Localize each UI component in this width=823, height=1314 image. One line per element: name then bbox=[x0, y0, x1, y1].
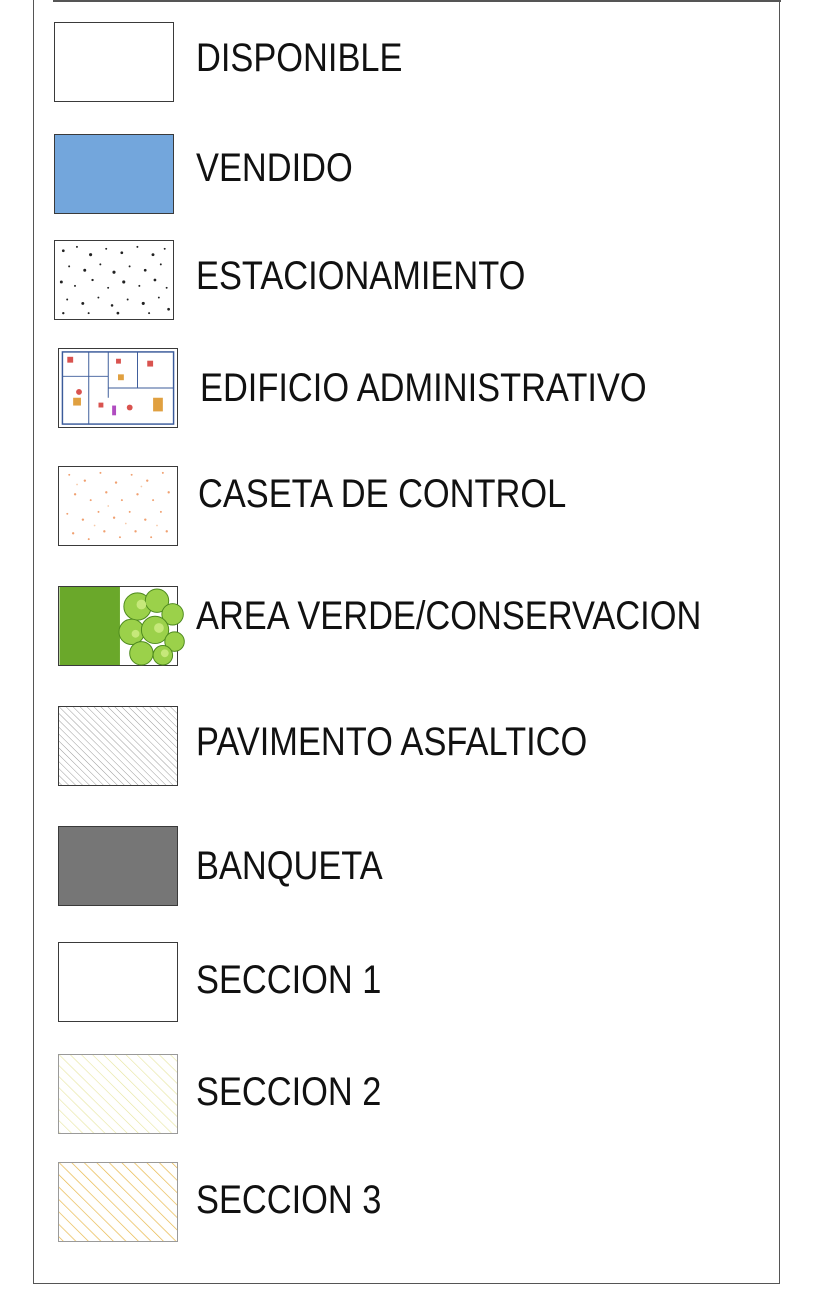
legend-label-caseta-de-control: CASETA DE CONTROL bbox=[198, 472, 567, 516]
legend-label-seccion-3: SECCION 3 bbox=[196, 1178, 382, 1222]
legend-label-seccion-2: SECCION 2 bbox=[196, 1070, 382, 1114]
legend-item-estacionamiento: ESTACIONAMIENTO bbox=[0, 240, 823, 322]
swatch-caseta-de-control bbox=[58, 466, 178, 546]
legend-item-seccion-3: SECCION 3 bbox=[0, 1162, 823, 1244]
swatch-disponible bbox=[54, 22, 174, 102]
hatch-pattern-light-yellow bbox=[59, 1055, 177, 1133]
hatch-pattern-orange bbox=[59, 1163, 177, 1241]
legend-item-pavimento-asfaltico: PAVIMENTO ASFALTICO bbox=[0, 706, 823, 788]
legend-label-edificio-administrativo: EDIFICIO ADMINISTRATIVO bbox=[200, 366, 647, 410]
hatch-pattern-gray bbox=[59, 707, 177, 785]
tree-icon bbox=[59, 587, 185, 666]
dots-pattern bbox=[59, 245, 170, 315]
legend-item-vendido: VENDIDO bbox=[0, 134, 823, 216]
legend-label-vendido: VENDIDO bbox=[196, 146, 353, 190]
legend-item-disponible: DISPONIBLE bbox=[0, 22, 823, 104]
swatch-estacionamiento bbox=[54, 240, 174, 320]
swatch-edificio-administrativo bbox=[58, 348, 178, 428]
swatch-seccion-3 bbox=[58, 1162, 178, 1242]
legend-label-disponible: DISPONIBLE bbox=[196, 36, 403, 80]
legend-item-seccion-1: SECCION 1 bbox=[0, 942, 823, 1024]
legend-label-banqueta: BANQUETA bbox=[196, 844, 383, 888]
speckle-pattern bbox=[66, 471, 170, 541]
legend-item-banqueta: BANQUETA bbox=[0, 826, 823, 908]
legend-label-estacionamiento: ESTACIONAMIENTO bbox=[196, 254, 526, 298]
floor-plan-icon bbox=[61, 351, 175, 425]
swatch-banqueta bbox=[58, 826, 178, 906]
legend-frame bbox=[33, 0, 780, 1284]
legend-top-border bbox=[53, 0, 781, 2]
swatch-area-verde bbox=[58, 586, 185, 666]
swatch-vendido bbox=[54, 134, 174, 214]
swatch-seccion-1 bbox=[58, 942, 178, 1022]
legend-label-pavimento-asfaltico: PAVIMENTO ASFALTICO bbox=[196, 720, 588, 764]
legend-label-seccion-1: SECCION 1 bbox=[196, 958, 382, 1002]
legend-item-edificio-administrativo: EDIFICIO ADMINISTRATIVO bbox=[0, 348, 823, 430]
legend-label-area-verde: AREA VERDE/CONSERVACION bbox=[196, 594, 702, 638]
legend-item-area-verde: AREA VERDE/CONSERVACION bbox=[0, 586, 823, 668]
legend-item-caseta-de-control: CASETA DE CONTROL bbox=[0, 466, 823, 548]
swatch-pavimento-asfaltico bbox=[58, 706, 178, 786]
legend-item-seccion-2: SECCION 2 bbox=[0, 1054, 823, 1136]
swatch-seccion-2 bbox=[58, 1054, 178, 1134]
